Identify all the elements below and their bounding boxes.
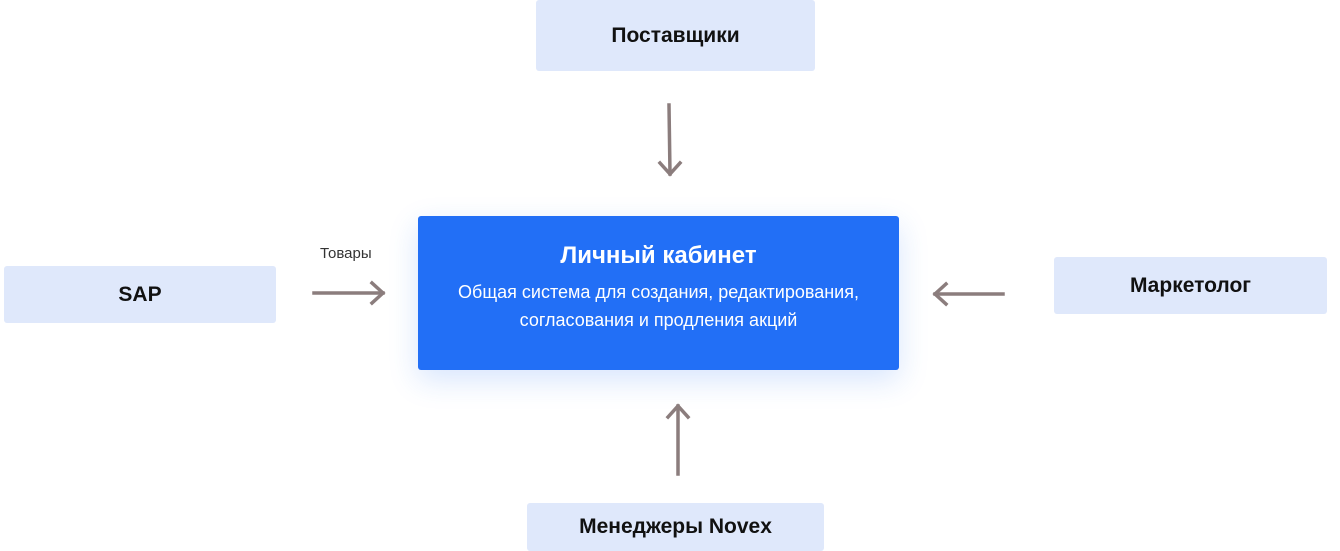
main-title: Личный кабинет [560,242,757,269]
node-suppliers-label: Поставщики [611,23,740,47]
arrow-managers-to-main [665,403,691,476]
edge-label-goods: Товары [320,245,372,262]
node-marketer-label: Маркетолог [1129,273,1252,297]
node-marketer: Маркетолог [1054,257,1327,314]
node-managers-label: Менеджеры Novex [579,515,772,538]
node-sap-label: SAP [118,282,162,306]
arrow-sap-to-main [312,280,386,306]
node-suppliers: Поставщики [536,0,815,71]
node-personal-account: Личный кабинет Общая система для создани… [418,216,899,370]
main-description: Общая система для создания, редактирован… [458,282,859,330]
arrow-marketer-to-main [932,281,1005,307]
arrow-suppliers-to-main [657,103,683,177]
node-sap: SAP [4,266,276,323]
node-managers: Менеджеры Novex [527,503,824,551]
